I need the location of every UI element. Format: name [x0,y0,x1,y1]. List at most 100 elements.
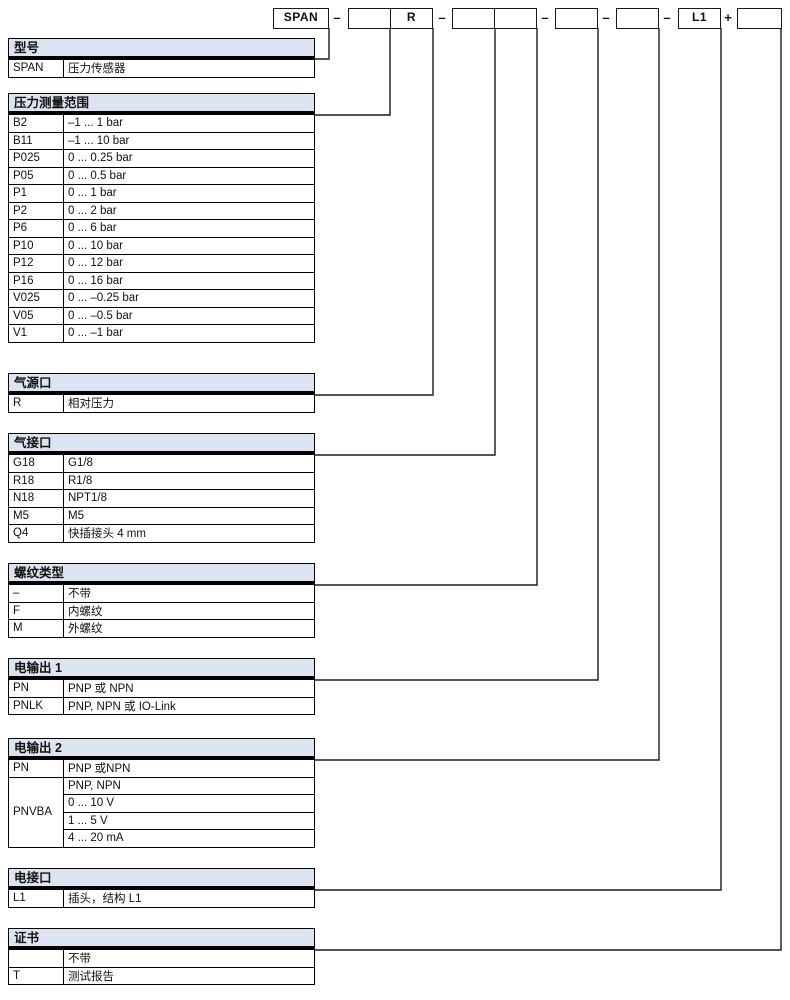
table-row: –不带 [8,584,315,603]
connector-certificate [313,28,782,951]
description-cell: 0 ... 16 bar [63,271,315,290]
code-cell: P10 [8,236,64,255]
description-cell: 4 ... 20 mA [63,829,315,848]
description-cell: PNP 或NPN [63,759,315,778]
connector-pressure-range [313,28,391,116]
connector-electrical-conn [313,28,722,891]
connector-model [313,28,330,60]
code-cell: V025 [8,289,64,308]
code-cell: G18 [8,454,64,473]
code-cell: P025 [8,149,64,168]
code-cell: P05 [8,166,64,185]
section-title: 电输出 2 [14,741,62,755]
description-cell: G1/8 [63,454,315,473]
section-header: 电接口 [8,868,315,889]
section-title: 螺纹类型 [14,566,65,580]
section-header: 压力测量范围 [8,93,315,114]
section-header: 气接口 [8,433,315,454]
code-separator-dash: – [333,10,341,25]
table-row: B2–1 ... 1 bar [8,114,315,133]
connector-pressure-source [313,28,434,396]
description-cell: 0 ... –0.5 bar [63,306,315,325]
description-cell: 内螺纹 [63,601,315,620]
description-cell: 0 ... –1 bar [63,324,315,343]
code-cell: PN [8,679,64,698]
code-cell: T [8,966,64,985]
code-box-model: SPAN [273,8,329,29]
description-cell: 0 ... 0.5 bar [63,166,315,185]
code-cell: P6 [8,219,64,238]
code-separator-dash: – [541,10,549,25]
connector-output2 [313,28,660,761]
connector-pneumatic-port [313,28,496,456]
section-header: 电输出 1 [8,658,315,679]
section-title: 证书 [14,931,40,945]
description-cell: 不带 [63,949,315,968]
description-cell: 1 ... 5 V [63,811,315,830]
description-cell: 插头，结构 L1 [63,889,315,908]
code-cell: P2 [8,201,64,220]
section-header: 证书 [8,928,315,949]
description-cell: PNP, NPN [63,776,315,795]
code-cell: B2 [8,114,64,133]
description-cell: 0 ... 1 bar [63,184,315,203]
code-separator-dash: – [602,10,610,25]
code-cell: F [8,601,64,620]
code-separator-plus: + [724,10,732,25]
description-cell: 不带 [63,584,315,603]
code-cell: R [8,394,64,413]
section-title: 电接口 [14,871,52,885]
description-cell: PNP, NPN 或 IO-Link [63,696,315,715]
code-cell: PNLK [8,696,64,715]
section-title: 压力测量范围 [14,96,90,110]
code-cell: P1 [8,184,64,203]
code-box-pneumatic-port [452,8,496,29]
code-cell: Q4 [8,524,64,543]
section-header: 电输出 2 [8,738,315,759]
description-cell: 0 ... 12 bar [63,254,315,273]
code-cell: – [8,584,64,603]
section-header: 气源口 [8,373,315,394]
table-row: 0 ... 10 V [9,794,315,813]
table-row: B11–1 ... 10 bar [8,131,315,150]
code-cell: V05 [8,306,64,325]
description-cell: 0 ... 10 V [63,794,315,813]
code-box-thread-type [494,8,537,29]
code-box-output1 [555,8,598,29]
section-title: 气接口 [14,436,52,450]
code-box-electrical-conn: L1 [678,8,721,29]
code-cell: P16 [8,271,64,290]
description-cell: R1/8 [63,471,315,490]
description-cell: –1 ... 1 bar [63,114,315,133]
